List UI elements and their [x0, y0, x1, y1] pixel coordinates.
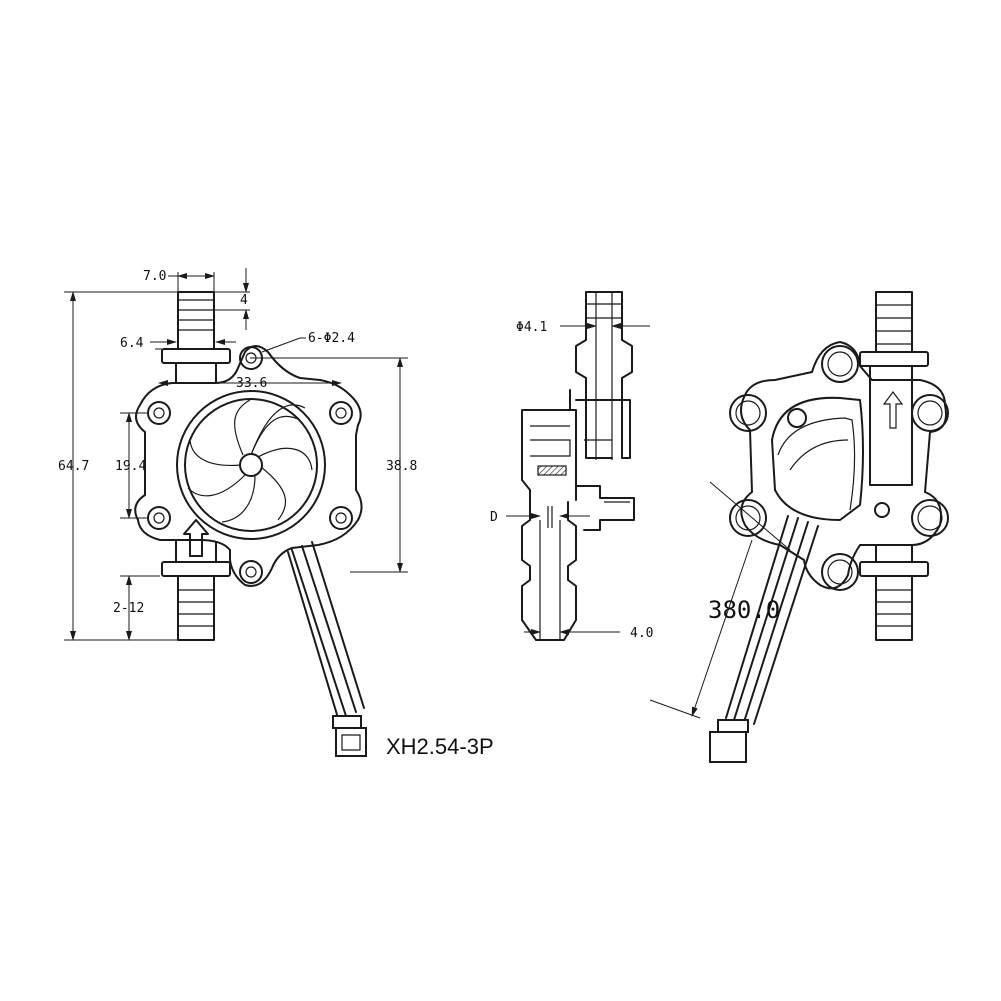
turbine-blades	[187, 399, 313, 523]
front-bottom-pipe	[161, 534, 231, 641]
flow-arrow-icon	[183, 519, 209, 557]
dim-d: D	[490, 510, 498, 525]
front-view: 7.0 4 6.4 6-Φ2.4 33.6 64.7 19.4 38.8 2-1…	[58, 268, 494, 759]
dim-cable-length: 380.0	[708, 596, 780, 624]
back-dimensions	[649, 481, 791, 719]
turbine-housing-outer	[176, 390, 326, 540]
turbine-hub	[239, 453, 263, 477]
dim-bore: Φ4.1	[516, 320, 547, 335]
back-body-outline	[740, 340, 947, 590]
side-dimensions	[506, 323, 650, 635]
back-bottom-pipe	[875, 544, 913, 641]
dim-pipe-width: 7.0	[143, 269, 166, 284]
side-magnet	[537, 465, 567, 476]
back-mounting-holes	[729, 345, 949, 591]
turbine-housing-inner	[184, 398, 318, 532]
dim-bottom: 4.0	[630, 626, 653, 641]
back-top-pipe	[875, 291, 913, 353]
side-bottom-pipe	[521, 501, 577, 641]
dim-hole-span-x: 33.6	[236, 376, 267, 391]
side-top-pipe	[575, 291, 633, 459]
dim-pipe-tip: 4	[240, 293, 248, 308]
front-cable	[287, 541, 367, 757]
connector-label: XH2.54-3P	[386, 734, 494, 759]
dim-hose-range: 2-12	[113, 601, 144, 616]
side-body	[521, 389, 635, 531]
front-dimensions	[64, 268, 408, 641]
dim-pipe-outer: 6.4	[120, 336, 144, 351]
dim-holes: 6-Φ2.4	[308, 331, 355, 346]
back-cable	[709, 515, 819, 763]
back-view: 380.0	[649, 291, 949, 763]
back-flow-arrow-icon	[882, 391, 904, 429]
dim-hole-span-y: 38.8	[386, 459, 417, 474]
dim-hole-span-y-small: 19.4	[115, 459, 146, 474]
dim-total-height: 64.7	[58, 459, 89, 474]
side-view: Φ4.1 D 4.0	[490, 291, 653, 641]
